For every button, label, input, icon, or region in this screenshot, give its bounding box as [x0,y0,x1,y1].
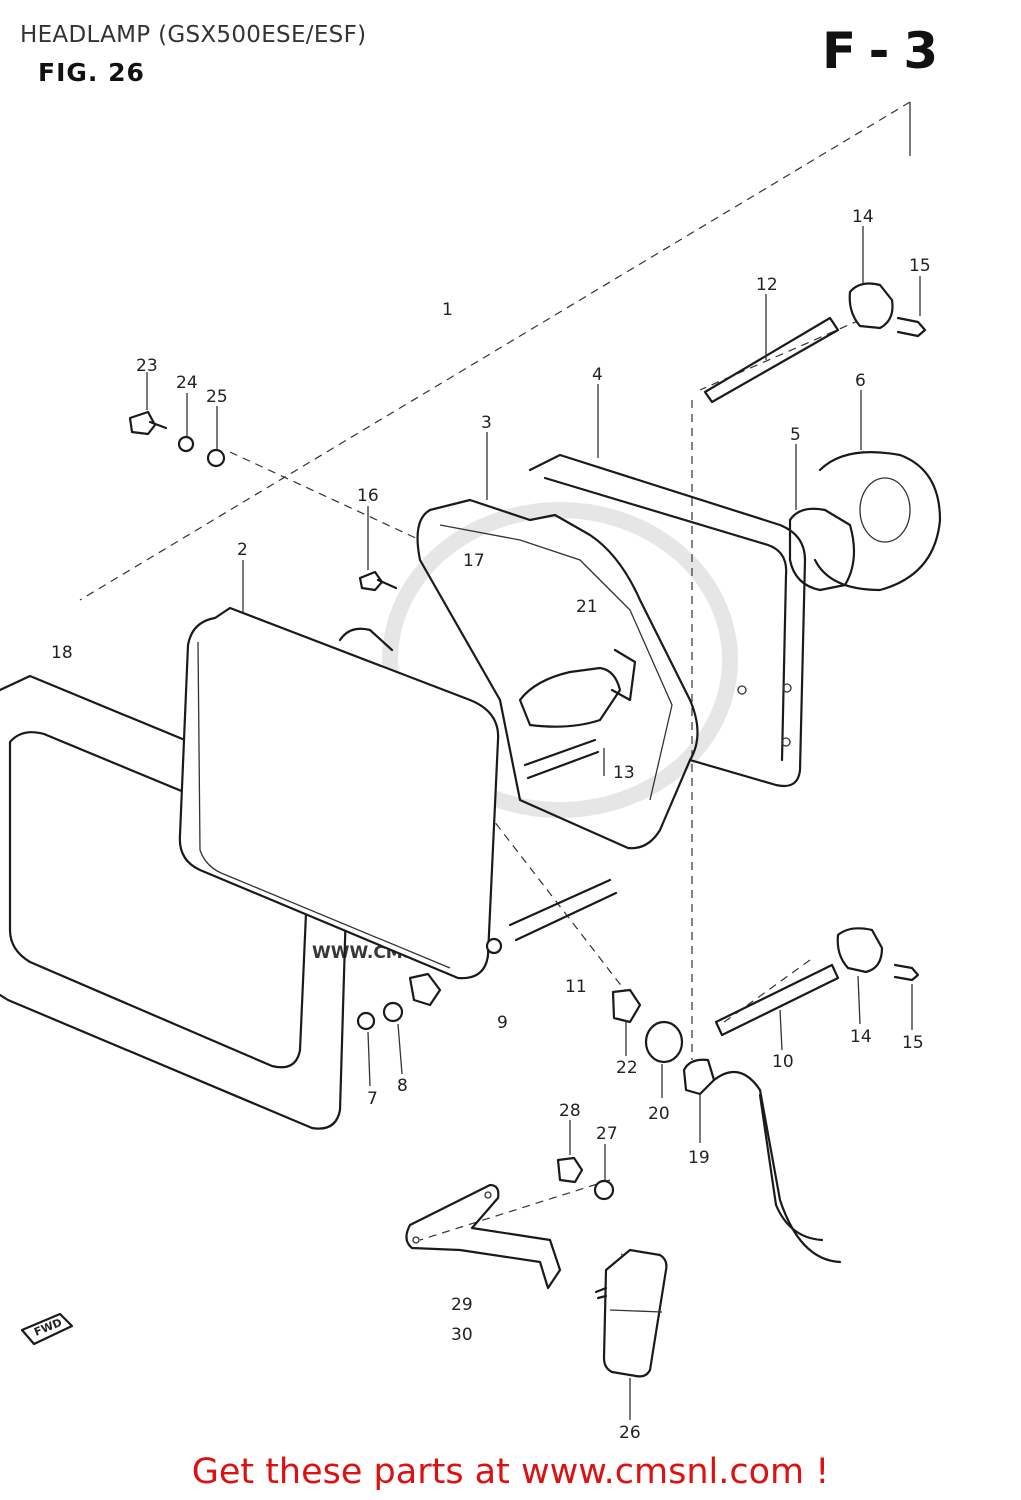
callout-23: 23 [136,356,158,376]
page-title: HEADLAMP (GSX500ESE/ESF) [20,22,367,48]
callout-14-lower: 14 [850,1027,872,1047]
callout-4: 4 [592,365,603,385]
lower-adjuster-assembly [714,927,920,1037]
callout-leaders [146,226,921,1420]
upper-adjuster-assembly [703,282,927,404]
callout-15-lower: 15 [902,1033,924,1053]
headlamp-inner-frame [416,498,699,850]
callout-5: 5 [790,425,801,445]
callout-25: 25 [206,387,228,407]
callout-17: 17 [463,551,485,571]
callout-8: 8 [397,1076,408,1096]
footer-cta-link[interactable]: Get these parts at www.cmsnl.com ! [191,1452,830,1492]
callout-7: 7 [367,1089,378,1109]
callout-13: 13 [613,763,635,783]
callout-30: 30 [451,1325,473,1345]
callout-1: 1 [442,300,453,320]
callout-2: 2 [237,540,248,560]
callout-22: 22 [616,1058,638,1078]
callout-6: 6 [855,371,866,391]
callout-3: 3 [481,413,492,433]
callout-18: 18 [51,643,73,663]
small-hardware [128,410,684,1064]
callout-28: 28 [559,1101,581,1121]
section-code: F-3 [822,22,953,80]
headlamp-lens-unit [178,606,500,1007]
callout-20: 20 [648,1104,670,1124]
callout-12: 12 [756,275,778,295]
callout-29: 29 [451,1295,473,1315]
position-lamp-socket [682,1058,842,1264]
callout-15-upper: 15 [909,256,931,276]
callout-9: 9 [497,1013,508,1033]
callout-21: 21 [576,597,598,617]
bulb-and-springs [508,648,637,942]
callout-10: 10 [772,1052,794,1072]
callout-24: 24 [176,373,198,393]
callout-14-upper: 14 [852,207,874,227]
callout-27: 27 [596,1124,618,1144]
mounting-bracket [405,1156,615,1290]
bulb-socket-and-cover [788,451,942,592]
callout-numbers: 1 2 3 4 5 6 7 8 9 10 11 12 13 14 14 15 1… [51,207,931,1443]
callout-19: 19 [688,1148,710,1168]
callout-16: 16 [357,486,379,506]
figure-number: FIG. 26 [38,58,145,87]
callout-11: 11 [565,977,587,997]
forward-direction-marker: FWD [20,1312,74,1346]
callout-26: 26 [619,1423,641,1443]
headlamp-housing [528,453,807,788]
exploded-parts-diagram: WWW.CMSNL.COM [0,101,942,1443]
side-reflector [594,1248,668,1378]
